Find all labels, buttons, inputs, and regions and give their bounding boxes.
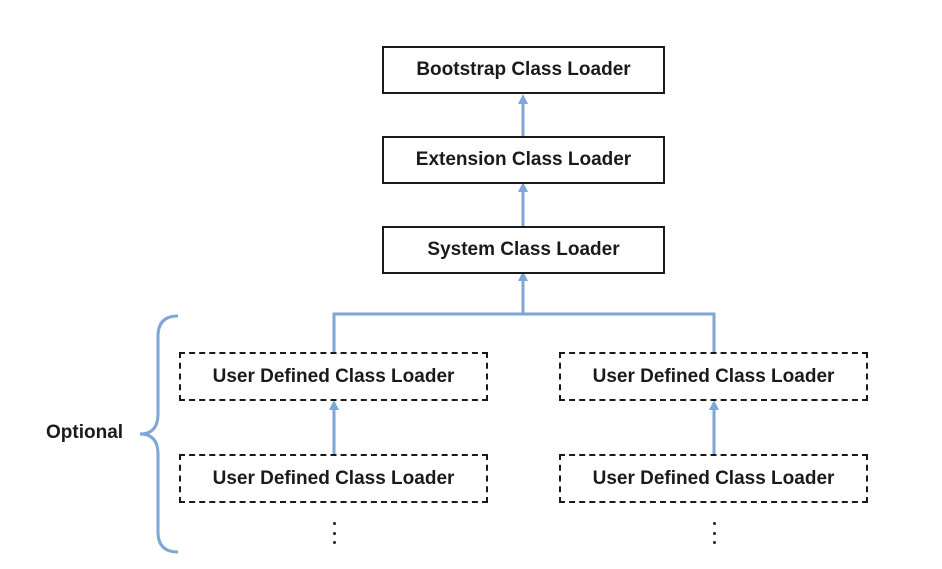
optional-brace (139, 314, 179, 554)
user-defined-class-loader-right-top: User Defined Class Loader (559, 352, 868, 401)
user-defined-class-loader-left-bottom: User Defined Class Loader (179, 454, 488, 503)
user-loaders-branch-line (332, 312, 716, 352)
system-class-loader-box: System Class Loader (382, 226, 665, 274)
extension-class-loader-box: Extension Class Loader (382, 136, 665, 184)
user-defined-class-loader-left-top: User Defined Class Loader (179, 352, 488, 401)
bootstrap-class-loader-box: Bootstrap Class Loader (382, 46, 665, 94)
user-defined-class-loader-right-bottom: User Defined Class Loader (559, 454, 868, 503)
optional-label: Optional (46, 422, 124, 443)
right-continuation-ellipsis (711, 522, 717, 544)
left-continuation-ellipsis (331, 522, 337, 544)
